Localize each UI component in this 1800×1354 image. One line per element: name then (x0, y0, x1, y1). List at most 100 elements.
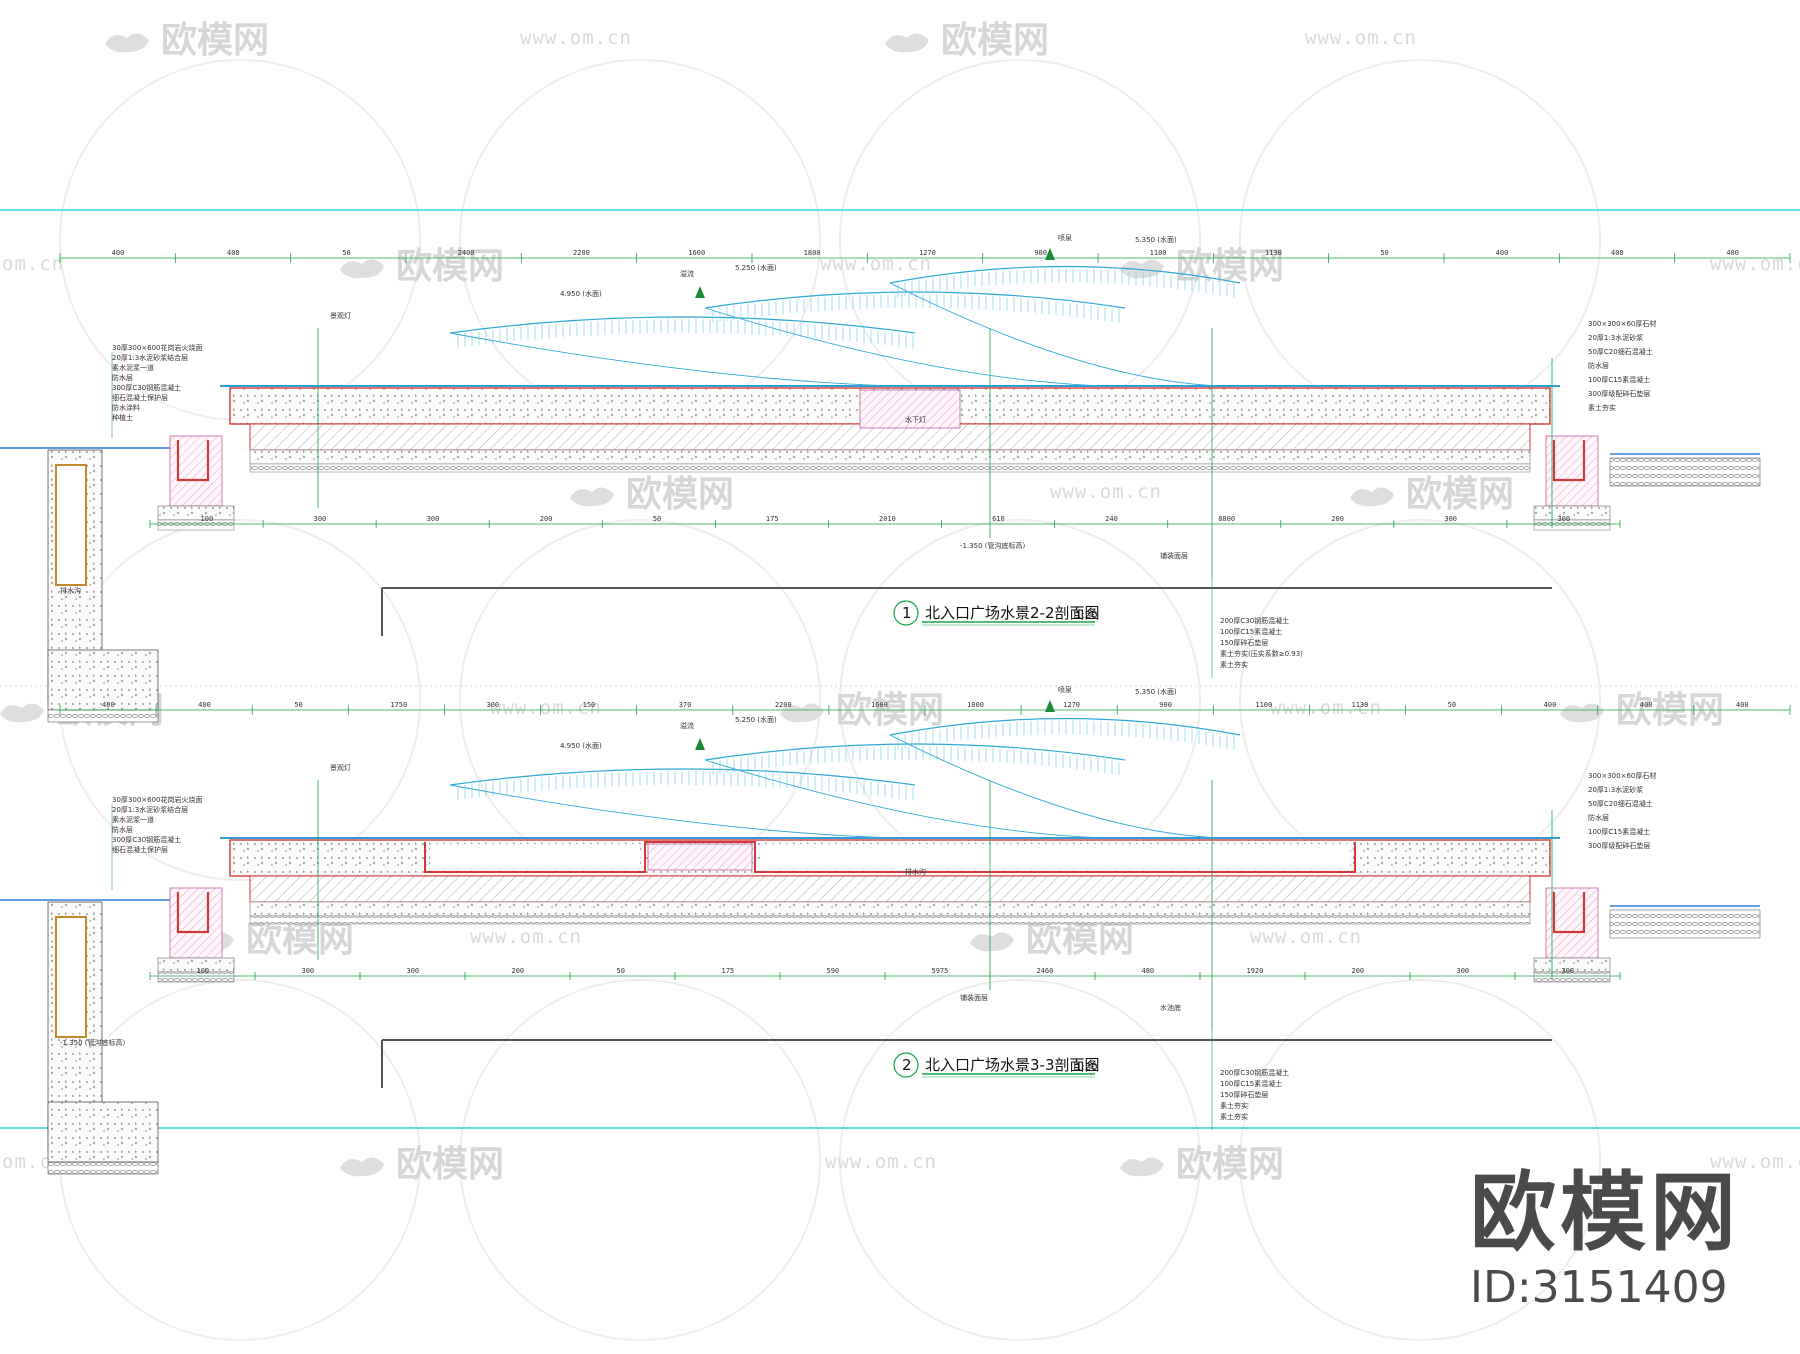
watermark-url: www.om.cn (470, 926, 582, 948)
bottom-note: 150厚碎石垫层 (1220, 638, 1268, 647)
basin-profile (424, 841, 1356, 873)
drain-gravel (157, 519, 235, 531)
dimension-label: 200 (540, 515, 553, 523)
left-wall-opening (55, 916, 87, 1038)
watermark-circle (839, 979, 1201, 1341)
marker-icon (1045, 248, 1055, 260)
dimension-label: 300 (302, 967, 315, 975)
water-level-label: 5.350 (水面) (1135, 235, 1177, 244)
drain-channel (176, 892, 210, 934)
basin-void (760, 844, 1350, 870)
drain-channel (1552, 892, 1586, 934)
right-note: 300厚级配碎石垫层 (1588, 841, 1650, 850)
watermark-url: www.om.cn (1305, 27, 1417, 49)
dimension-label: 1800 (967, 701, 984, 709)
watermark-logo: 欧模网 (970, 919, 1134, 960)
dimension-label: 1100 (1255, 701, 1272, 709)
dimension-label: 1270 (1063, 701, 1080, 709)
watermark-logo: 欧模网 (1120, 1144, 1284, 1185)
dimension-label: 400 (198, 701, 211, 709)
dimension-label: 480 (1142, 967, 1155, 975)
annotation-label: 溢流 (680, 269, 694, 278)
left-note: 300厚C30钢筋混凝土 (112, 383, 181, 392)
right-ground (1609, 909, 1761, 939)
pool-cushion-layer (249, 901, 1531, 917)
fountain-jet (704, 291, 1126, 387)
watermark-url: om.cn (2, 253, 64, 275)
right-note: 300×300×60厚石材 (1588, 319, 1656, 328)
watermark-icon (1560, 703, 1604, 723)
dimension-label: 1800 (804, 249, 821, 257)
watermark-logo: 欧模网 (1560, 690, 1724, 731)
annotation-label: -1.350 (管沟底标高) (960, 541, 1026, 550)
section-scale: 1:20 (1075, 610, 1097, 621)
left-note: 300厚C30钢筋混凝土 (112, 835, 181, 844)
watermark-logo: 欧模网 (105, 20, 269, 61)
dimension-label: 400 (1496, 249, 1509, 257)
dimension-label: 370 (679, 701, 692, 709)
left-note: 20厚1:3水泥砂浆结合层 (112, 805, 188, 814)
right-note: 300厚级配碎石垫层 (1588, 389, 1650, 398)
drain-channel (1552, 440, 1586, 482)
left-footing (47, 649, 159, 711)
watermark-name: 欧模网 (161, 20, 269, 61)
dimension-label: 200 (512, 967, 525, 975)
dimension-label: 175 (722, 967, 735, 975)
right-note: 100厚C15素混凝土 (1588, 375, 1650, 384)
watermark-url: www.om.cn (520, 27, 632, 49)
dimension-label: 2200 (775, 701, 792, 709)
drain-right (1533, 887, 1611, 983)
dimension-label: 300 (407, 967, 420, 975)
dimension-label: 590 (827, 967, 840, 975)
watermark-circle (459, 979, 821, 1341)
left-wall-opening (55, 464, 87, 586)
watermark-name: 欧模网 (1176, 1144, 1284, 1185)
watermark-url: www.om.cn (820, 253, 932, 275)
marker-icon (1045, 700, 1055, 712)
dimension-label: 400 (1544, 701, 1557, 709)
left-note: 防水层 (112, 825, 133, 834)
left-note: 30厚300×600花岗岩火烧面 (112, 795, 203, 804)
left-note: 素水泥浆一道 (112, 815, 154, 824)
annotation-label: 景观灯 (330, 763, 351, 772)
annotation-label: 排水沟 (905, 867, 926, 876)
drain-footing (157, 505, 235, 521)
jet-arc (449, 768, 916, 786)
watermark-icon (1120, 1157, 1164, 1177)
section-scale: 1:20 (1075, 1062, 1097, 1073)
dimension-label: 2400 (458, 249, 475, 257)
watermark-icon (970, 932, 1014, 952)
watermark-icon (0, 703, 44, 723)
bottom-note: 200厚C30钢筋混凝土 (1220, 1068, 1289, 1077)
dimension-label: 1920 (1247, 967, 1264, 975)
watermark-url: www.om.cn (490, 697, 602, 719)
jet-arc (889, 717, 1241, 736)
watermark-url: www.om.cn (825, 1151, 937, 1173)
dimension-label: 1270 (919, 249, 936, 257)
dimension-label: 300 (487, 701, 500, 709)
dimension-label: 50 (342, 249, 350, 257)
dimension-label: 400 (112, 249, 125, 257)
right-ground (1609, 457, 1761, 487)
watermark-icon (1120, 259, 1164, 279)
drain-right (1533, 435, 1611, 531)
right-note: 20厚1:3水泥砂浆 (1588, 785, 1643, 794)
sheet-border (0, 209, 1800, 1129)
left-note: 30厚300×600花岗岩火烧面 (112, 343, 203, 352)
fountain-jet (889, 717, 1241, 839)
jet-fall (889, 282, 1221, 387)
bottom-note: 100厚C15素混凝土 (1220, 1079, 1282, 1088)
section-title-text: 北入口广场水景2-2剖面图 (925, 604, 1100, 622)
left-footing-gravel (47, 1161, 159, 1175)
dimension-label: 400 (1611, 249, 1624, 257)
drain-footing (1533, 505, 1611, 521)
left-note: 种植土 (112, 413, 133, 422)
water-level-label: 5.350 (水面) (1135, 687, 1177, 696)
right-note: 素土夯实 (1588, 403, 1616, 412)
right-note: 防水层 (1588, 361, 1609, 370)
watermark-logo: 欧模网 (1120, 246, 1284, 287)
watermark-name: 欧模网 (1026, 919, 1134, 960)
dimension-label: 300 (1562, 967, 1575, 975)
